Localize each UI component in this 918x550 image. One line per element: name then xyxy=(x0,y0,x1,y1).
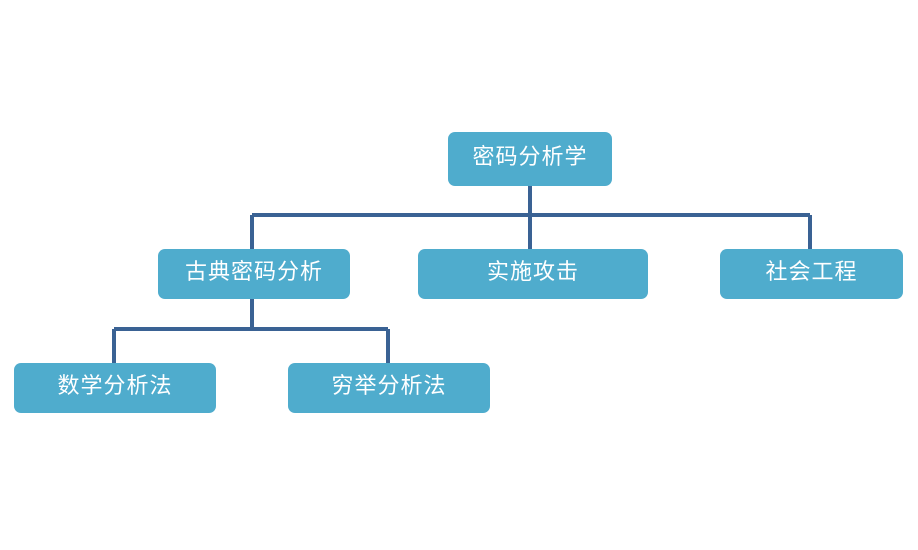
node-social-engineering[interactable]: 社会工程 xyxy=(720,249,903,299)
node-implement-attack[interactable]: 实施攻击 xyxy=(418,249,648,299)
node-label: 社会工程 xyxy=(765,260,858,285)
node-mathematical-analysis[interactable]: 数学分析法 xyxy=(14,363,216,413)
node-label: 密码分析学 xyxy=(472,145,588,170)
node-label: 实施攻击 xyxy=(486,260,579,285)
node-classical-cryptanalysis[interactable]: 古典密码分析 xyxy=(158,249,350,299)
node-label: 数学分析法 xyxy=(57,374,173,399)
node-label: 穷举分析法 xyxy=(331,374,447,399)
node-root-cryptanalysis[interactable]: 密码分析学 xyxy=(448,132,612,186)
node-brute-force-analysis[interactable]: 穷举分析法 xyxy=(288,363,490,413)
node-label: 古典密码分析 xyxy=(184,260,323,285)
